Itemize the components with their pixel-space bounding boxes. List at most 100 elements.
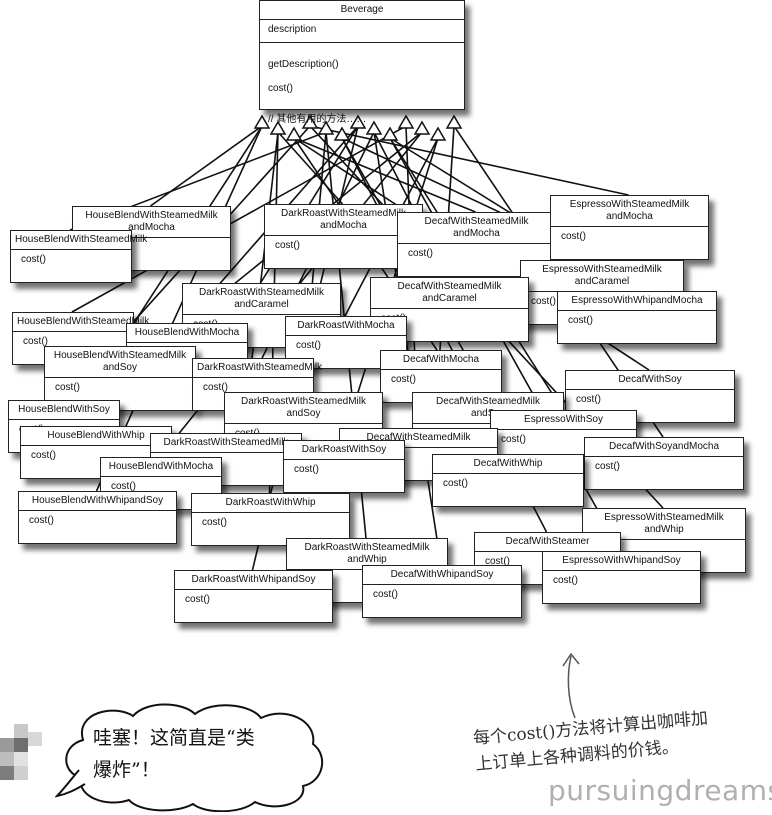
- subclass-name: EspressoWithSoy: [491, 411, 636, 430]
- subclass-box: DarkRoastWithWhip cost(): [191, 493, 350, 546]
- subclass-method-cost: cost(): [296, 340, 321, 351]
- inheritance-arrowhead: [445, 114, 463, 129]
- subclass-box: DarkRoastWithSoy cost(): [283, 440, 405, 493]
- inheritance-arrowhead: [333, 126, 351, 141]
- subclass-name: EspressoWithWhipandMocha: [558, 292, 716, 311]
- subclass-name: EspressoWithWhipandSoy: [543, 552, 700, 571]
- inheritance-arrowhead: [365, 120, 383, 135]
- bubble-line-2: 爆炸”！: [93, 759, 160, 781]
- subclass-name: DarkRoastWithWhip: [192, 494, 349, 513]
- subclass-name: HouseBlendWithSteamedMilk: [13, 313, 149, 332]
- class-name: Beverage: [260, 1, 464, 20]
- subclass-name: HouseBlendWithMocha: [127, 324, 247, 343]
- subclass-name: HouseBlendWithWhip: [21, 427, 171, 446]
- subclass-name: DecafWithSteamedMilk andCaramel: [371, 278, 528, 309]
- watermark: pursuingdreams: [548, 774, 772, 807]
- subclass-name: EspressoWithSteamedMilk andWhip: [583, 509, 745, 540]
- subclass-name: DecafWithMocha: [381, 351, 501, 370]
- subclass-name: DecafWithSoy: [566, 371, 734, 390]
- inheritance-line: [150, 125, 263, 207]
- subclass-name: DarkRoastWithSteamedMilk andSoy: [225, 393, 382, 424]
- subclass-name: DecafWithWhip: [433, 455, 583, 474]
- subclass-method-cost: cost(): [111, 481, 136, 492]
- subclass-method-cost: cost(): [185, 594, 210, 605]
- subclass-method-cost: cost(): [568, 315, 593, 326]
- character-image: [0, 724, 42, 780]
- subclass-method-cost: cost(): [485, 556, 510, 567]
- method-cost: cost(): [268, 83, 293, 94]
- method-comment: // 其他有用的方法……: [268, 114, 367, 125]
- subclass-method-cost: cost(): [294, 464, 319, 475]
- subclass-name: DarkRoastWithSteamedMilk andCaramel: [183, 284, 340, 315]
- subclass-name: DecafWithWhipandSoy: [363, 566, 521, 585]
- subclass-box: EspressoWithSteamedMilk andMocha cost(): [550, 195, 709, 260]
- subclass-method-cost: cost(): [275, 240, 300, 251]
- subclass-name: HouseBlendWithSteamedMilk andMocha: [73, 207, 230, 238]
- inheritance-arrowhead: [285, 126, 303, 141]
- subclass-name: HouseBlendWithWhipandSoy: [19, 492, 176, 511]
- subclass-name: DecafWithSteamedMilk: [340, 429, 497, 448]
- subclass-method-cost: cost(): [531, 296, 556, 307]
- subclass-box: DecafWithWhip cost(): [432, 454, 584, 507]
- subclass-box: EspressoWithWhipandSoy cost(): [542, 551, 701, 604]
- subclass-method-cost: cost(): [501, 434, 526, 445]
- subclass-method-cost: cost(): [31, 450, 56, 461]
- subclass-name: EspressoWithSteamedMilk andMocha: [551, 196, 708, 227]
- subclass-name: DarkRoastWithWhipandSoy: [175, 571, 332, 590]
- subclass-box: HouseBlendWithSteamedMilk andSoy cost(): [44, 346, 196, 411]
- subclass-name: DecafWithSteamer: [475, 533, 620, 552]
- subclass-name: DarkRoastWithSteamedMilk: [151, 434, 301, 453]
- subclass-method-cost: cost(): [55, 382, 80, 393]
- subclass-name: HouseBlendWithMocha: [101, 458, 221, 477]
- speech-cloud: [55, 703, 323, 812]
- subclass-box: DecafWithSteamedMilk andMocha cost(): [397, 212, 556, 277]
- subclass-method-cost: cost(): [561, 231, 586, 242]
- bubble-text: 哇塞！这简直是“类 爆炸”！: [93, 722, 255, 786]
- subclass-method-cost: cost(): [443, 478, 468, 489]
- class-methods: getDescription() cost() // 其他有用的方法……: [260, 43, 464, 142]
- bubble-line-1: 哇塞！这简直是“类: [93, 727, 255, 749]
- note-arrow: [562, 652, 580, 719]
- inheritance-arrowhead: [381, 126, 399, 141]
- subclass-name: DecafWithSteamedMilk andMocha: [398, 213, 555, 244]
- subclass-box: DarkRoastWithWhipandSoy cost(): [174, 570, 333, 623]
- inheritance-arrowhead: [349, 114, 367, 129]
- inheritance-arrowhead: [301, 114, 319, 129]
- subclass-box: HouseBlendWithSteamedMilk cost(): [10, 230, 147, 283]
- subclass-method-cost: cost(): [23, 336, 48, 347]
- subclass-method-cost: cost(): [576, 394, 601, 405]
- subclass-name: DarkRoastWithSteamedMilk andMocha: [265, 205, 422, 236]
- subclass-name: DarkRoastWithSteamedMilk: [193, 359, 322, 378]
- inheritance-arrowhead: [317, 120, 335, 135]
- subclass-name: DecafWithSteamedMilk andSoy: [413, 393, 563, 424]
- subclass-method-cost: cost(): [373, 589, 398, 600]
- subclass-method-cost: cost(): [21, 254, 46, 265]
- subclass-method-cost: cost(): [203, 382, 228, 393]
- subclass-method-cost: cost(): [553, 575, 578, 586]
- subclass-box: DecafWithSoy cost(): [565, 370, 735, 423]
- subclass-method-cost: cost(): [202, 517, 227, 528]
- subclass-name: DecafWithSoyandMocha: [585, 438, 743, 457]
- inheritance-arrowhead: [397, 114, 415, 129]
- subclass-box: HouseBlendWithWhipandSoy cost(): [18, 491, 177, 544]
- subclass-name: HouseBlendWithSteamedMilk andSoy: [45, 347, 195, 378]
- inheritance-arrowhead: [413, 120, 431, 135]
- subclass-method-cost: cost(): [391, 374, 416, 385]
- subclass-name: DarkRoastWithSoy: [284, 441, 404, 460]
- subclass-box: EspressoWithWhipandMocha cost(): [557, 291, 717, 344]
- inheritance-line: [309, 125, 629, 196]
- subclass-name: HouseBlendWithSoy: [9, 401, 119, 420]
- inheritance-arrowhead: [429, 126, 447, 141]
- subclass-name: DarkRoastWithMocha: [286, 317, 406, 336]
- method-get-description: getDescription(): [268, 59, 339, 70]
- inheritance-arrowhead: [269, 120, 287, 135]
- subclass-name: HouseBlendWithSteamedMilk: [11, 231, 147, 250]
- class-attribute: description: [260, 20, 464, 43]
- subclass-name: EspressoWithSteamedMilk andCaramel: [521, 261, 683, 292]
- subclass-method-cost: cost(): [29, 515, 54, 526]
- subclass-method-cost: cost(): [408, 248, 433, 259]
- inheritance-arrowhead: [253, 114, 271, 129]
